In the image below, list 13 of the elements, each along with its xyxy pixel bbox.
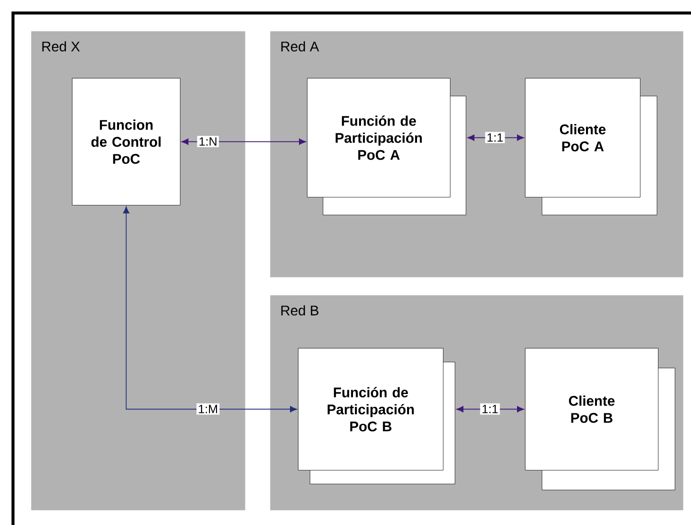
arrow — [123, 206, 297, 412]
stacked-box: Cliente PoC B — [525, 348, 676, 490]
arrow — [181, 138, 306, 145]
stacked-box: Cliente PoC A — [525, 78, 658, 216]
arrow — [456, 406, 524, 412]
stacked-box: Función de Participación PoC B — [298, 348, 456, 484]
arrow — [467, 134, 524, 141]
process-box: Funcion de Control PoC — [72, 78, 180, 206]
edge-label: 1:M — [196, 403, 220, 415]
edge-label: 1:1 — [480, 403, 500, 415]
stacked-box: Función de Participación PoC A — [307, 78, 466, 216]
edge-label: 1:1 — [485, 132, 505, 144]
edge-label: 1:N — [197, 136, 219, 148]
